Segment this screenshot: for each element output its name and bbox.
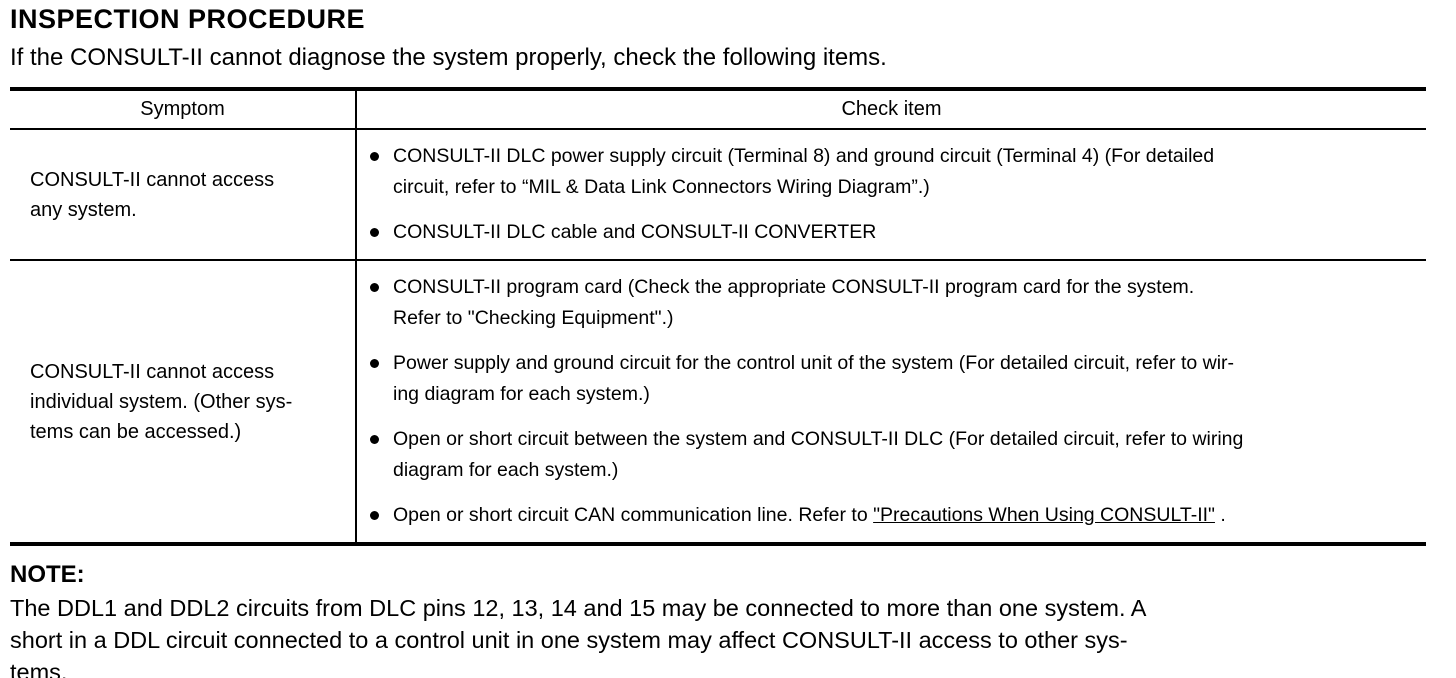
check-item-text: CONSULT-II DLC power supply circuit (Ter… (393, 141, 1214, 203)
check-item-text: CONSULT-II DLC cable and CONSULT-II CONV… (393, 217, 876, 248)
check-item: CONSULT-II DLC power supply circuit (Ter… (368, 141, 1420, 203)
check-item-text: Open or short circuit CAN communication … (393, 500, 1226, 531)
text-segment: . (1214, 504, 1226, 526)
check-item: Open or short circuit CAN communication … (368, 500, 1420, 531)
symptom-cell: CONSULT-II cannot access any system. (10, 129, 357, 261)
symptom-cell: CONSULT-II cannot access individual syst… (10, 260, 357, 544)
bullet-icon (370, 228, 379, 237)
intro-text: If the CONSULT-II cannot diagnose the sy… (10, 44, 887, 71)
table-header-row: Symptom Check item (10, 89, 1426, 130)
check-item-text: Power supply and ground circuit for the … (393, 348, 1234, 410)
table-row: CONSULT-II cannot access individual syst… (10, 260, 1426, 544)
check-item: Open or short circuit between the system… (368, 424, 1420, 486)
note-body: The DDL1 and DDL2 circuits from DLC pins… (10, 595, 1147, 678)
precautions-link[interactable]: "Precautions When Using CONSULT-II" (873, 504, 1215, 526)
check-cell: CONSULT-II program card (Check the appro… (356, 260, 1426, 544)
bullet-icon (370, 283, 379, 292)
check-item: CONSULT-II program card (Check the appro… (368, 272, 1420, 334)
bullet-icon (370, 152, 379, 161)
text-segment: Open or short circuit between the system… (393, 428, 1244, 481)
check-cell: CONSULT-II DLC power supply circuit (Ter… (356, 129, 1426, 261)
check-item: CONSULT-II DLC cable and CONSULT-II CONV… (368, 217, 1420, 248)
note-title: NOTE: (10, 561, 85, 588)
check-item-text: Open or short circuit between the system… (393, 424, 1243, 486)
column-header-check-item: Check item (356, 89, 1426, 130)
column-header-symptom: Symptom (10, 89, 357, 130)
check-item: Power supply and ground circuit for the … (368, 348, 1420, 410)
check-item-text: CONSULT-II program card (Check the appro… (393, 272, 1194, 334)
bullet-icon (370, 511, 379, 520)
text-segment: CONSULT-II DLC cable and CONSULT-II CONV… (393, 221, 877, 243)
check-item-list: CONSULT-II program card (Check the appro… (368, 272, 1420, 531)
inspection-table: Symptom Check item CONSULT-II cannot acc… (10, 87, 1426, 546)
page-title: INSPECTION PROCEDURE (10, 4, 366, 34)
bullet-icon (370, 435, 379, 444)
bullet-icon (370, 359, 379, 368)
text-segment: CONSULT-II DLC power supply circuit (Ter… (393, 145, 1215, 198)
table-row: CONSULT-II cannot access any system. CON… (10, 129, 1426, 261)
text-segment: Power supply and ground circuit for the … (393, 352, 1235, 405)
text-segment: Open or short circuit CAN communication … (393, 504, 874, 526)
text-segment: CONSULT-II program card (Check the appro… (393, 276, 1195, 329)
check-item-list: CONSULT-II DLC power supply circuit (Ter… (368, 141, 1420, 248)
